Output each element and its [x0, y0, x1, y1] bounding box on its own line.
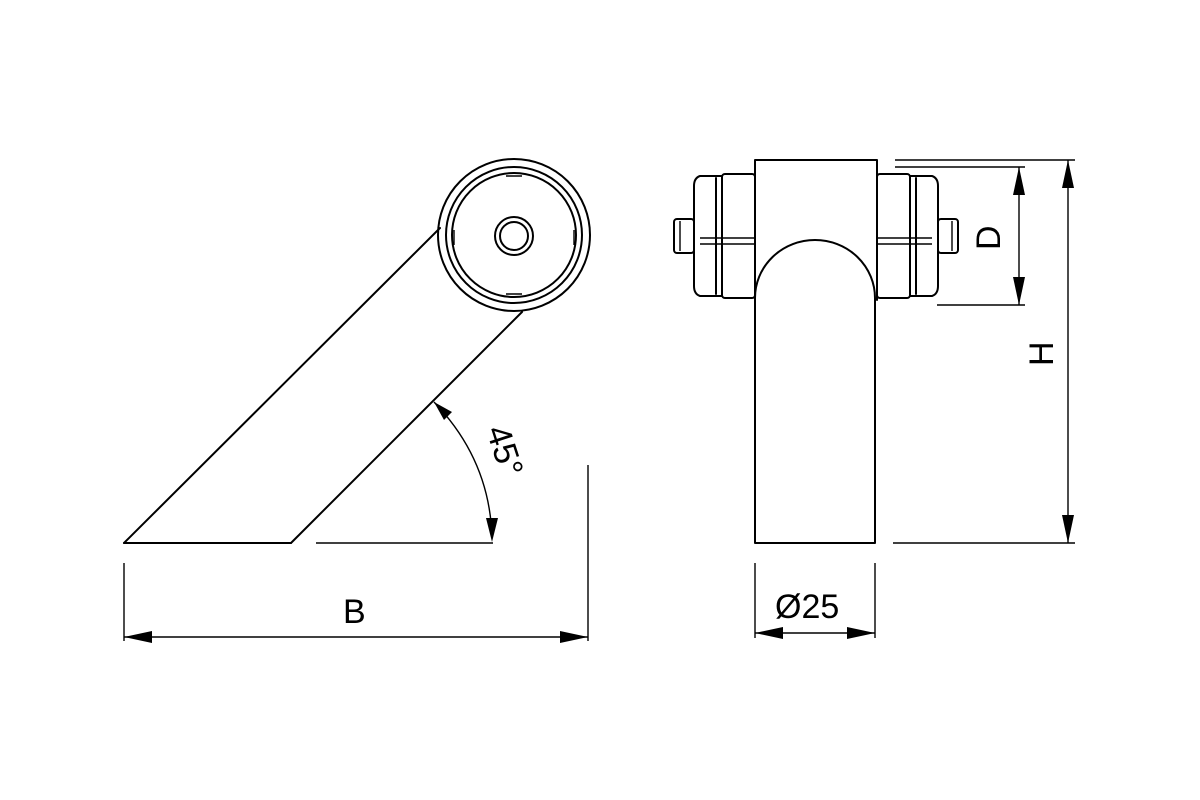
- width-label: B: [343, 593, 366, 631]
- right-clamp: [876, 173, 959, 299]
- angle-arrow-bottom: [486, 518, 498, 542]
- angle-arrow-top: [434, 402, 452, 420]
- left-bolt: [673, 218, 695, 254]
- angle-label: 45°: [478, 421, 530, 482]
- bolt-hole: [494, 216, 534, 256]
- depth-arrow-bottom: [1013, 277, 1025, 305]
- diameter-arrow-left: [755, 627, 783, 639]
- diameter-label: Ø25: [775, 588, 839, 626]
- height-arrow-bottom: [1062, 515, 1074, 543]
- tube-inner-edge: [290, 311, 523, 544]
- fitting-circle: [437, 158, 591, 312]
- width-arrow-left: [124, 631, 152, 643]
- height-arrow-top: [1062, 160, 1074, 188]
- angle-arc: [433, 401, 493, 539]
- height-label: H: [1023, 341, 1061, 366]
- diameter-arrow-right: [847, 627, 875, 639]
- left-clamp: [673, 173, 756, 299]
- depth-label: D: [970, 225, 1008, 250]
- tube-outer-edge: [123, 227, 441, 544]
- side-view: 45° B: [123, 158, 591, 643]
- front-view: Ø25 D H: [673, 159, 1075, 639]
- depth-arrow-top: [1013, 167, 1025, 195]
- vertical-tube: [754, 239, 876, 544]
- right-bolt: [937, 218, 959, 254]
- clamp-block: [754, 159, 878, 301]
- width-arrow-right: [560, 631, 588, 643]
